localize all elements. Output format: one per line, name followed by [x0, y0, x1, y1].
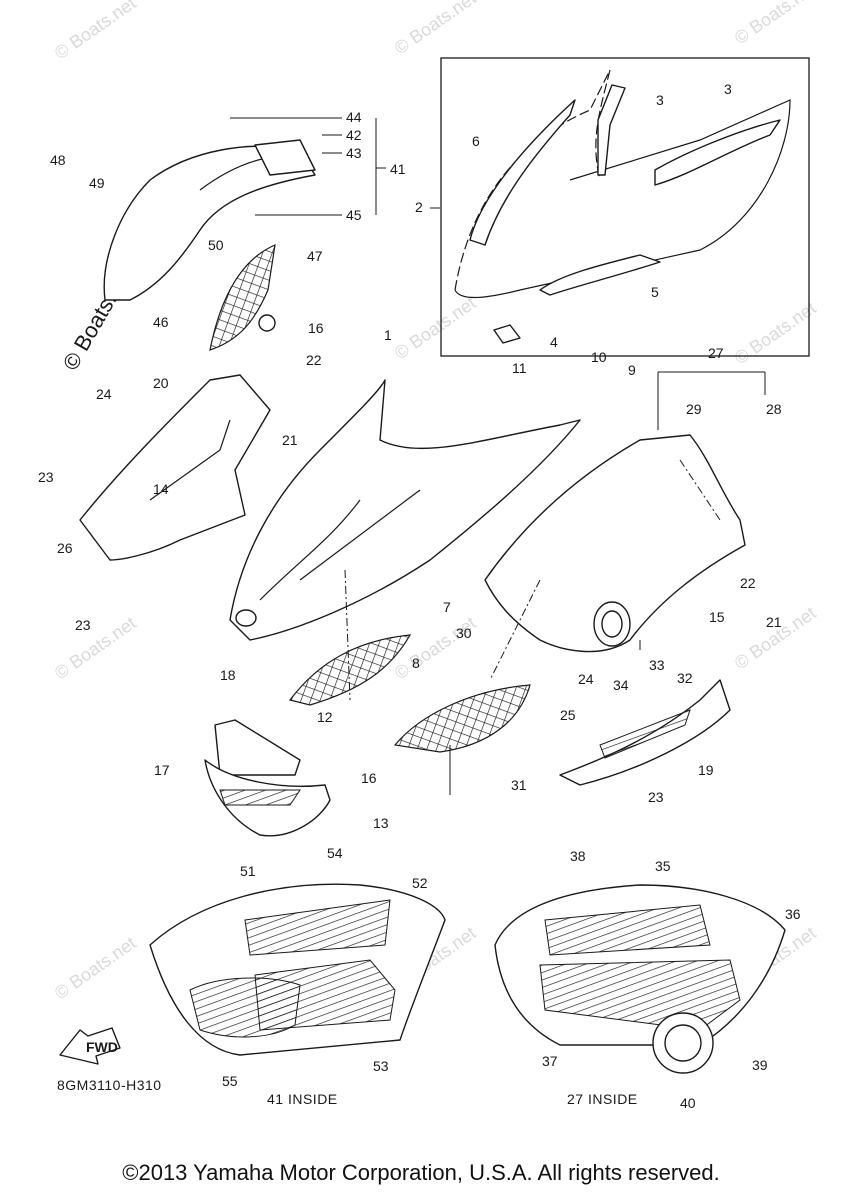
callout-37: 37 [542, 1053, 558, 1069]
lower-cover-17 [204, 719, 331, 837]
callout-33: 33 [649, 657, 665, 673]
fwd-arrow: FWD [59, 1027, 121, 1065]
callout-41: 41 [390, 161, 406, 177]
callout-16: 16 [361, 770, 377, 786]
callout-20: 20 [153, 375, 169, 391]
lower-cover-19 [559, 679, 731, 786]
callout-21: 21 [282, 432, 298, 448]
decal-set-box [440, 57, 810, 357]
callout-44: 44 [346, 109, 362, 125]
watermark: © Boats.net [731, 0, 820, 48]
callout-22: 22 [306, 352, 322, 368]
callout-52: 52 [412, 875, 428, 891]
fwd-label: FWD [86, 1039, 118, 1055]
watermark: © Boats.net [51, 0, 140, 63]
drawing-code: 8GM3110-H310 [57, 1077, 162, 1093]
callout-27: 27 [708, 345, 724, 361]
watermark: © Boats.net [51, 933, 140, 1003]
watermark: © Boats.net [391, 613, 480, 683]
callout-47: 47 [307, 248, 323, 264]
callout-15: 15 [709, 609, 725, 625]
callout-29: 29 [686, 401, 702, 417]
vent-46 [209, 244, 276, 351]
side-cover-20 [79, 374, 271, 561]
callout-7: 7 [443, 599, 451, 615]
callout-13: 13 [373, 815, 389, 831]
callout-4: 4 [550, 334, 558, 350]
callouts: 1 2 3 3 4 5 6 7 8 9 10 11 12 13 14 15 16… [38, 81, 801, 1111]
callout-22: 22 [740, 575, 756, 591]
callout-51: 51 [240, 863, 256, 879]
callout-38: 38 [570, 848, 586, 864]
callout-35: 35 [655, 858, 671, 874]
callout-39: 39 [752, 1057, 768, 1073]
callout-50: 50 [208, 237, 224, 253]
callout-23: 23 [648, 789, 664, 805]
callout-30: 30 [456, 625, 472, 641]
view-label-27-inside: 27 INSIDE [567, 1091, 638, 1107]
callout-18: 18 [220, 667, 236, 683]
leader-lines [230, 117, 766, 795]
callout-19: 19 [698, 762, 714, 778]
callout-17: 17 [154, 762, 170, 778]
callout-3: 3 [656, 92, 664, 108]
callout-10: 10 [591, 349, 607, 365]
callout-26: 26 [57, 540, 73, 556]
callout-43: 43 [346, 145, 362, 161]
callout-32: 32 [677, 670, 693, 686]
callout-3: 3 [724, 81, 732, 97]
watermark: © Boats.net [391, 0, 480, 58]
callout-42: 42 [346, 127, 362, 143]
callout-1: 1 [384, 327, 392, 343]
copyright-notice: ©2013 Yamaha Motor Corporation, U.S.A. A… [122, 1160, 720, 1185]
callout-5: 5 [651, 284, 659, 300]
callout-54: 54 [327, 845, 343, 861]
callout-40: 40 [680, 1095, 696, 1111]
callout-9: 9 [628, 362, 636, 378]
callout-46: 46 [153, 314, 169, 330]
callout-23: 23 [38, 469, 54, 485]
watermark: © Boats.net [51, 613, 140, 683]
view-label-41-inside: 41 INSIDE [267, 1091, 338, 1107]
callout-48: 48 [50, 152, 66, 168]
callout-6: 6 [472, 133, 480, 149]
callout-16: 16 [308, 320, 324, 336]
callout-14: 14 [153, 481, 169, 497]
callout-23: 23 [75, 617, 91, 633]
callout-28: 28 [766, 401, 782, 417]
inside-view-27 [494, 884, 786, 1074]
callout-24: 24 [578, 671, 594, 687]
watermark: © Boats.net [731, 298, 820, 368]
callout-45: 45 [346, 207, 362, 223]
callout-36: 36 [785, 906, 801, 922]
callout-31: 31 [511, 777, 527, 793]
callout-55: 55 [222, 1073, 238, 1089]
callout-24: 24 [96, 386, 112, 402]
watermark: © Boats.net [391, 293, 480, 363]
callout-11: 11 [512, 360, 527, 376]
front-cover-41 [103, 139, 316, 301]
main-cowling-1 [229, 379, 581, 641]
callout-53: 53 [373, 1058, 389, 1074]
callout-25: 25 [560, 707, 576, 723]
mesh-panel-30 [393, 684, 531, 753]
callout-8: 8 [412, 655, 420, 671]
inside-view-41 [149, 883, 446, 1056]
callout-21: 21 [766, 614, 782, 630]
callout-12: 12 [317, 709, 333, 725]
mesh-panel-7 [288, 634, 412, 706]
side-cover-27 [484, 434, 746, 653]
callout-49: 49 [89, 175, 105, 191]
callout-34: 34 [613, 677, 629, 693]
callout-2: 2 [415, 199, 423, 215]
